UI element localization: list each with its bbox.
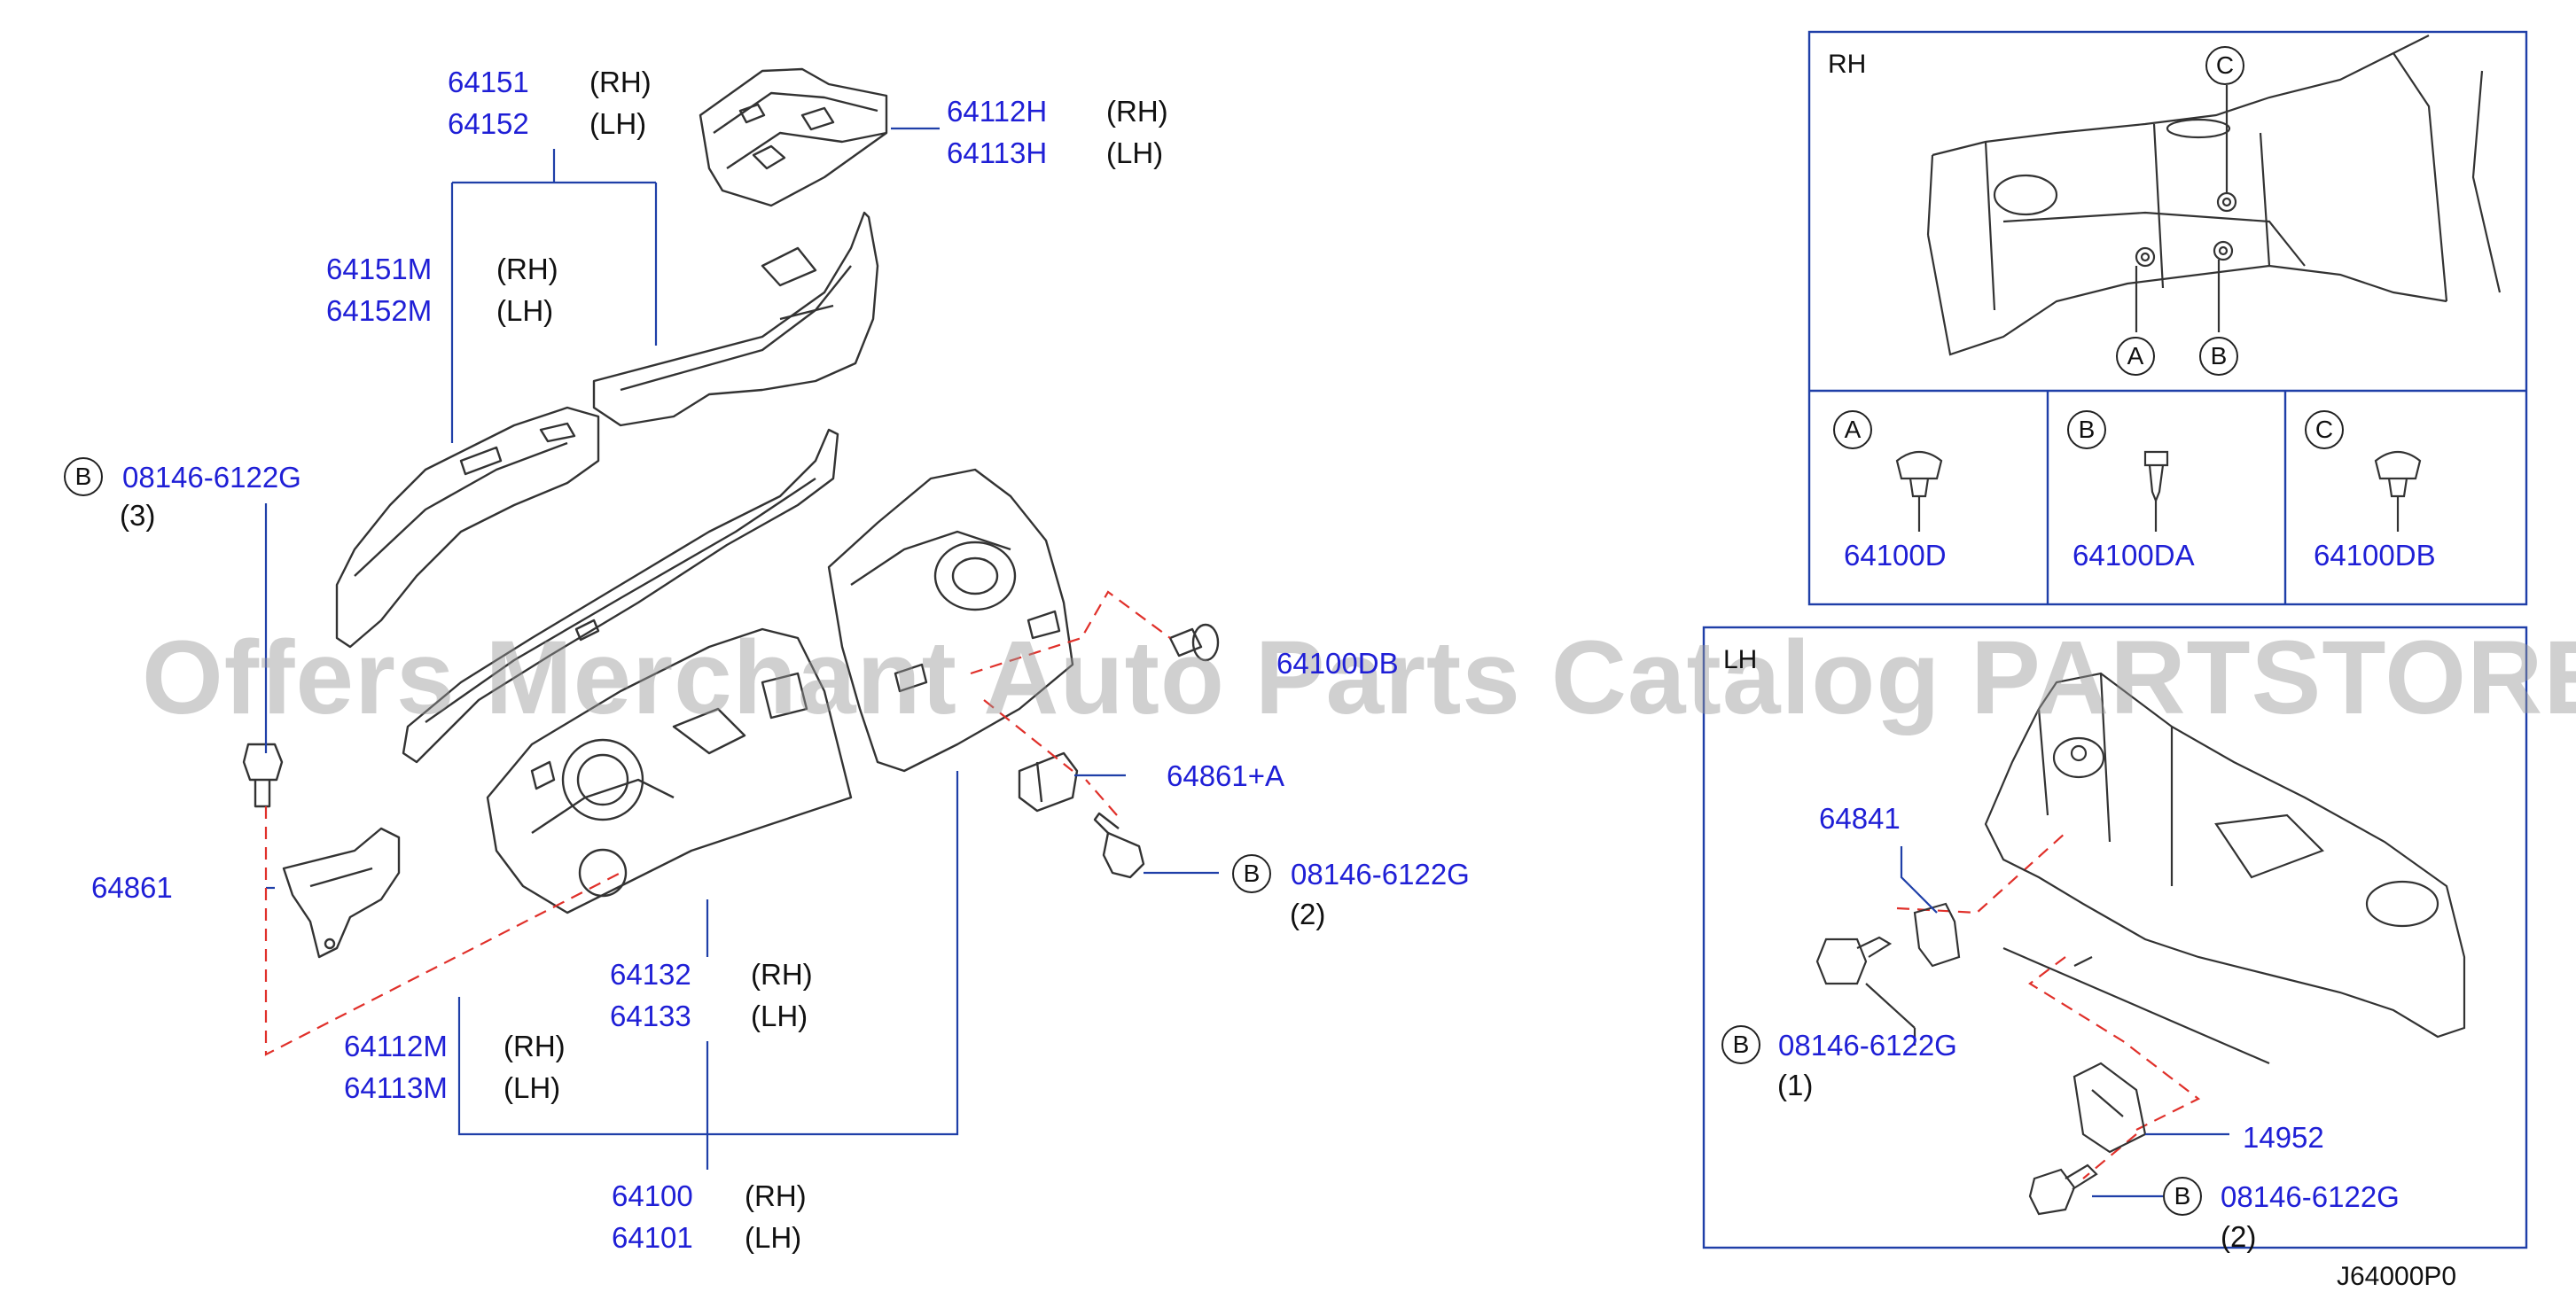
bracket-64112h-drawing [699, 67, 888, 207]
part-number-08146-6122g[interactable]: 08146-6122G [1778, 1029, 1957, 1062]
ref-marker-a: A [1833, 410, 1872, 449]
quantity-label: (3) [120, 499, 156, 532]
part-number-64112h[interactable]: 64112H [947, 95, 1048, 128]
quantity-label: (1) [1777, 1069, 1814, 1101]
part-number-64113m[interactable]: 64113M [344, 1071, 448, 1104]
ref-marker-b: B [1721, 1025, 1760, 1064]
lh-panel-body-drawing [1815, 672, 2466, 1216]
leader-lines [264, 127, 1219, 1170]
side-label: (RH) [751, 958, 813, 991]
side-label: (LH) [751, 1000, 808, 1032]
side-label: (RH) [745, 1179, 807, 1212]
part-number-64132[interactable]: 64132 [610, 958, 691, 991]
quantity-label: (2) [2221, 1220, 2257, 1253]
apron-64132-drawing [486, 627, 853, 914]
side-label: (RH) [589, 66, 652, 98]
part-number-64112m[interactable]: 64112M [344, 1030, 448, 1062]
apron-64100-drawing [827, 468, 1074, 773]
bolt-08146-3-drawing [242, 743, 284, 808]
part-number-08146-6122g[interactable]: 08146-6122G [2221, 1180, 2400, 1213]
bolt-08146-2-drawing [1093, 812, 1145, 879]
side-label: (RH) [496, 253, 558, 285]
clip-64100db-drawing [1168, 623, 1220, 662]
ref-marker-b: B [64, 457, 103, 496]
side-label: (RH) [503, 1030, 566, 1062]
side-label: (LH) [496, 294, 554, 327]
part-number-64100db[interactable]: 64100DB [1276, 647, 1399, 680]
ref-marker-b: B [1232, 854, 1271, 893]
part-number-64113h[interactable]: 64113H [947, 136, 1048, 169]
ref-marker-b: B [2163, 1177, 2202, 1216]
ref-marker-b: B [2199, 337, 2238, 376]
ref-marker-b: B [2067, 410, 2106, 449]
part-number-64100[interactable]: 64100 [612, 1179, 693, 1212]
part-number-64133[interactable]: 64133 [610, 1000, 691, 1032]
part-number-08146-6122g[interactable]: 08146-6122G [1291, 858, 1470, 891]
side-label: (LH) [1106, 136, 1164, 169]
hood-ledge-64151-drawing [335, 406, 600, 649]
part-number-64101[interactable]: 64101 [612, 1221, 693, 1254]
bracket-64861-drawing [282, 827, 401, 959]
ref-marker-c: C [2305, 410, 2344, 449]
part-number-08146-6122g[interactable]: 08146-6122G [122, 461, 301, 494]
bracket-64861a-drawing [1018, 751, 1079, 813]
lh-panel-title: LH [1723, 645, 1758, 674]
part-number-64152m[interactable]: 64152M [326, 294, 433, 327]
member-64112m-drawing [402, 428, 839, 764]
part-number-64152[interactable]: 64152 [448, 107, 529, 140]
part-number-64841[interactable]: 64841 [1819, 802, 1901, 835]
part-number-64151[interactable]: 64151 [448, 66, 529, 98]
ref-marker-a: A [2116, 337, 2155, 376]
side-label: (RH) [1106, 95, 1168, 128]
ref-marker-c: C [2205, 46, 2244, 85]
lh-panel-frame [1702, 626, 2528, 1249]
part-number-14952[interactable]: 14952 [2243, 1121, 2324, 1154]
side-label: (LH) [589, 107, 647, 140]
lh-leader-lines [1900, 846, 2229, 1198]
part-number-64861[interactable]: 64861 [91, 871, 173, 904]
rh-panel-title: RH [1828, 50, 1867, 79]
rh-panel-body-drawing [1895, 35, 2502, 532]
part-number-64151m[interactable]: 64151M [326, 253, 433, 285]
diagram-code: J64000P0 [2337, 1262, 2457, 1291]
part-number-64100db[interactable]: 64100DB [2314, 539, 2436, 572]
rh-panel-frame [1807, 30, 2528, 606]
quantity-label: (2) [1290, 898, 1326, 930]
side-label: (LH) [503, 1071, 561, 1104]
part-number-64100da[interactable]: 64100DA [2073, 539, 2195, 572]
hood-ledge-64151m-drawing [592, 211, 879, 427]
part-number-64100d[interactable]: 64100D [1844, 539, 1947, 572]
side-label: (LH) [745, 1221, 802, 1254]
part-number-64861a[interactable]: 64861+A [1167, 759, 1285, 792]
